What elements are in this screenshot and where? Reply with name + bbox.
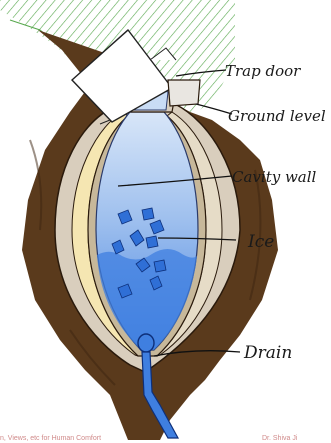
footer-left: n, Views, etc for Human Comfort <box>0 435 101 442</box>
ground-level-leader <box>196 104 232 114</box>
label-drain: Drain <box>243 343 292 363</box>
ice-cube-icon <box>154 260 166 272</box>
ground-slab <box>168 80 200 106</box>
ice-cube-icon <box>142 208 154 220</box>
label-ground-level: Ground level <box>228 107 326 125</box>
label-cavity-wall: Cavity wall <box>232 168 317 186</box>
ice-cube-icon <box>146 236 158 248</box>
drain-outlet <box>138 334 154 352</box>
label-ice: Ice <box>247 232 274 252</box>
label-trap-door: Trap door <box>225 62 301 80</box>
footer-right: Dr. Shiva Ji <box>262 435 298 442</box>
